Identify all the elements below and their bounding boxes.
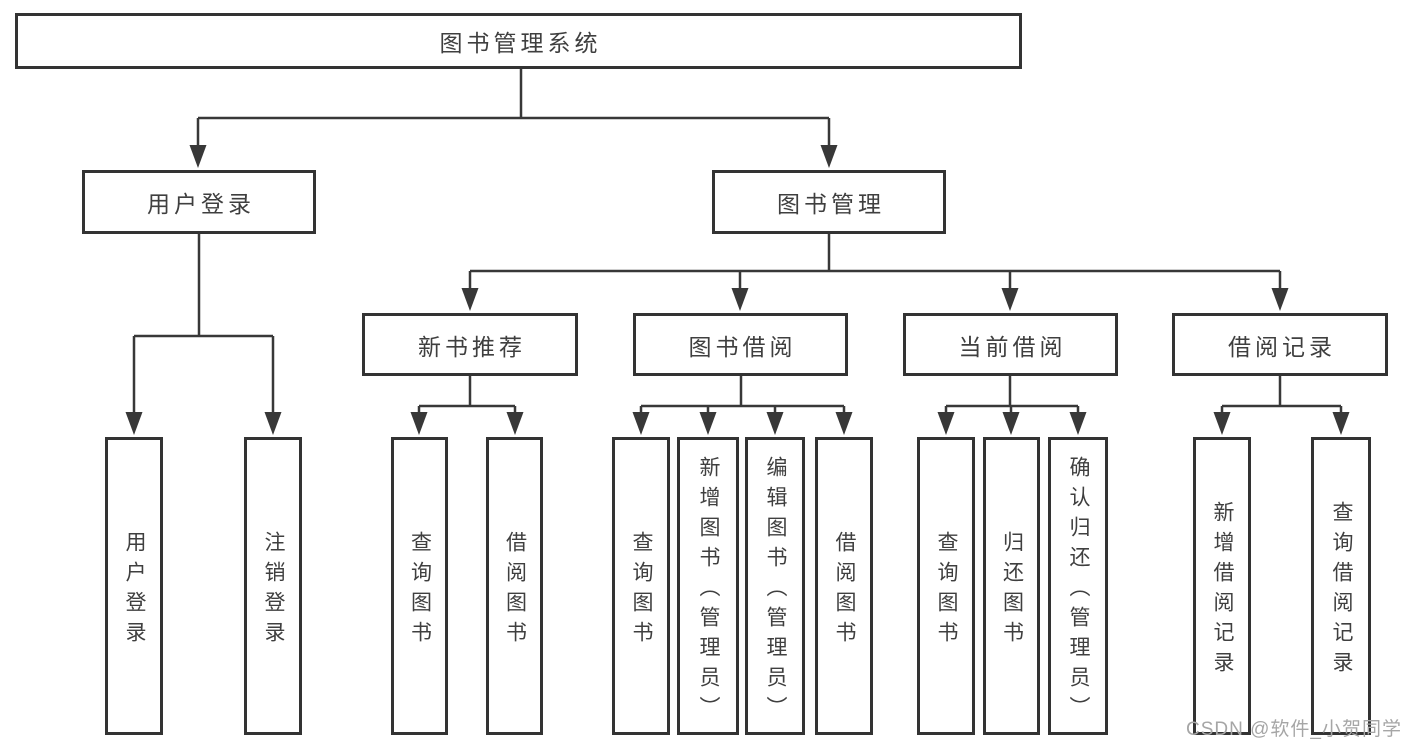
leaf-label: 注销登录 xyxy=(262,530,285,651)
leaf-user-login: 用户登录 xyxy=(105,437,163,735)
leaf-edit-book-admin: 编辑图书（管理员） xyxy=(745,437,805,735)
leaf-label: 用户登录 xyxy=(123,530,146,651)
leaf-label: 借阅图书 xyxy=(503,530,527,651)
node-current-borrow: 当前借阅 xyxy=(903,313,1118,376)
leaf-query-borrow-record: 查询借阅记录 xyxy=(1311,437,1371,735)
leaf-return-books: 归还图书 xyxy=(983,437,1040,735)
leaf-label: 确认归还（管理员） xyxy=(1067,455,1090,726)
leaf-borrow-books: 借阅图书 xyxy=(815,437,873,735)
leaf-borrow-books-recommend: 借阅图书 xyxy=(486,437,543,735)
leaf-label: 归还图书 xyxy=(1000,530,1024,651)
node-root-library-system: 图书管理系统 xyxy=(15,13,1022,69)
leaf-label: 查询图书 xyxy=(630,530,653,651)
node-label: 图书借阅 xyxy=(688,333,797,360)
leaf-label: 编辑图书（管理员） xyxy=(764,455,787,726)
leaf-label: 查询图书 xyxy=(935,530,958,651)
leaf-label: 查询图书 xyxy=(408,530,432,651)
leaf-query-books-current: 查询图书 xyxy=(917,437,975,735)
csdn-watermark: CSDN @软件_小贺同学 xyxy=(1186,719,1402,740)
node-label: 图书管理系统 xyxy=(439,30,602,56)
node-label: 新书推荐 xyxy=(418,333,526,360)
leaf-logout: 注销登录 xyxy=(244,437,302,735)
node-user-login: 用户登录 xyxy=(82,170,316,234)
node-label: 借阅记录 xyxy=(1228,333,1336,360)
node-new-book-recommend: 新书推荐 xyxy=(362,313,578,376)
node-label: 当前借阅 xyxy=(958,333,1067,360)
node-book-management: 图书管理 xyxy=(712,170,946,234)
leaf-query-books-borrow: 查询图书 xyxy=(612,437,670,735)
leaf-query-books-recommend: 查询图书 xyxy=(391,437,448,735)
node-label: 图书管理 xyxy=(777,191,885,217)
leaf-label: 借阅图书 xyxy=(833,530,856,651)
leaf-label: 新增借阅记录 xyxy=(1211,500,1234,681)
node-book-borrow: 图书借阅 xyxy=(633,313,848,376)
node-borrow-records: 借阅记录 xyxy=(1172,313,1388,376)
leaf-label: 查询借阅记录 xyxy=(1330,500,1353,681)
leaf-add-borrow-record: 新增借阅记录 xyxy=(1193,437,1251,735)
leaf-label: 新增图书（管理员） xyxy=(697,455,720,726)
leaf-add-book-admin: 新增图书（管理员） xyxy=(677,437,739,735)
node-label: 用户登录 xyxy=(147,191,255,217)
leaf-confirm-return-admin: 确认归还（管理员） xyxy=(1048,437,1108,735)
